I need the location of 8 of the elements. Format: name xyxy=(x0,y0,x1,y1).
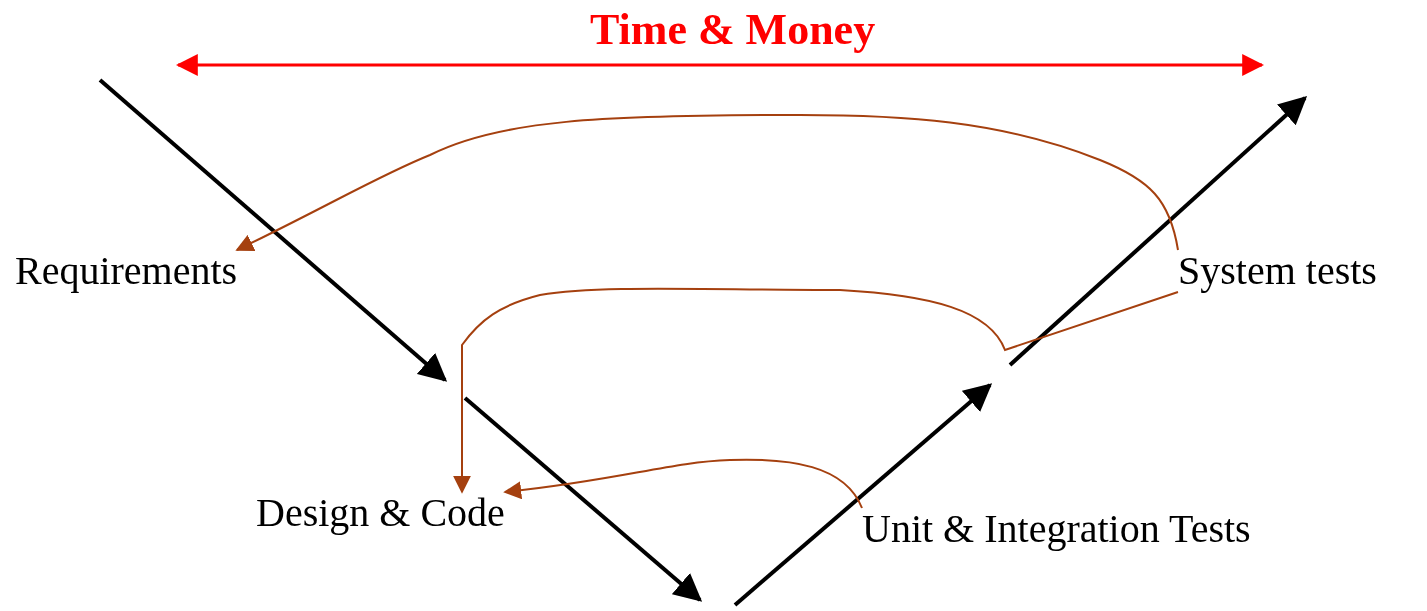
phase-label: Design & Code xyxy=(256,492,505,534)
feedback-arrow xyxy=(503,458,863,509)
phase-label: System tests xyxy=(1178,250,1377,292)
phase-label: Unit & Integration Tests xyxy=(862,508,1251,550)
feedback-arrow xyxy=(453,287,1179,494)
phase-label: Requirements xyxy=(15,250,238,292)
dimension-label: Time & Money xyxy=(590,4,876,55)
feedback-arrow xyxy=(235,114,1179,251)
